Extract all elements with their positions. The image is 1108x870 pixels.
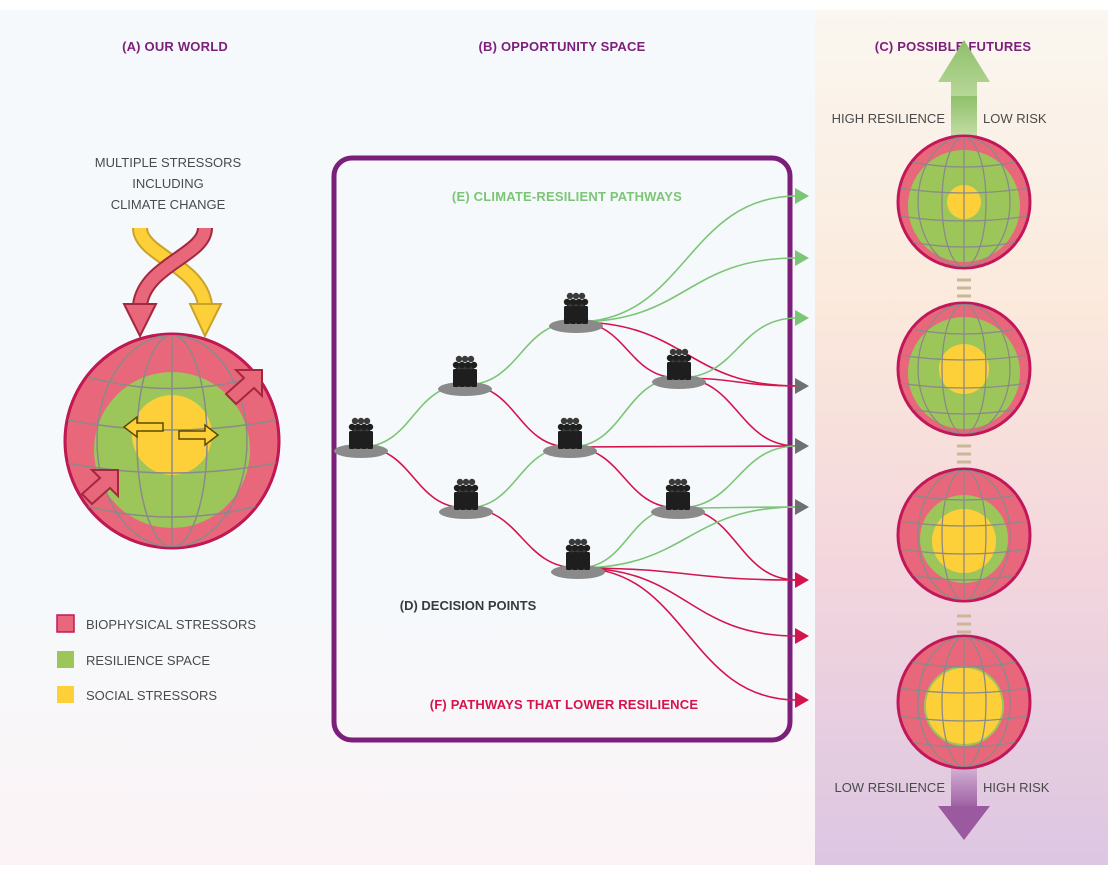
pathway-endpoints [795,188,809,708]
stressors-line-3: CLIMATE CHANGE [111,197,226,212]
pathway-end-arrow-icon [795,628,809,644]
label-climate-resilient-pathways: (E) CLIMATE-RESILIENT PATHWAYS [452,189,682,204]
our-world-globe [63,332,281,550]
pathway-end-arrow-icon [795,572,809,588]
label-low-resilience: LOW RESILIENCE [834,780,945,795]
pathway-end-arrow-icon [795,250,809,266]
pathway-segment [577,567,798,701]
pathway-segment [577,567,798,637]
future-globes [896,134,1032,770]
legend-swatch-social [57,686,74,703]
pathway-end-arrow-icon [795,499,809,515]
pathway-end-arrow-icon [795,310,809,326]
decision-point-people-icon [438,355,492,396]
decision-point-people-icon [549,292,603,333]
pathway-segment [575,195,798,323]
legend-swatch-biophysical [56,614,75,633]
future-globe [896,301,1032,437]
pathway-segment [677,445,798,509]
decision-point-people-icon [334,417,388,458]
decision-point-people-icon [652,348,706,389]
label-low-risk: LOW RISK [983,111,1047,126]
pathway-segment [575,257,798,323]
future-globe [896,134,1032,270]
pathway-end-arrow-icon [795,692,809,708]
outward-arrows-icon [122,415,220,447]
legend-label-social: SOCIAL STRESSORS [86,688,217,703]
pathway-segment [577,506,798,569]
label-high-resilience: HIGH RESILIENCE [832,111,946,126]
label-pathways-lower-resilience: (F) PATHWAYS THAT LOWER RESILIENCE [430,697,699,712]
down-arrow-icon [938,806,990,840]
header-possible-futures: (C) POSSIBLE FUTURES [875,39,1032,54]
pathway-end-arrow-icon [795,378,809,394]
pathway-segment [577,567,798,581]
legend-label-resilience: RESILIENCE SPACE [86,653,210,668]
label-decision-points: (D) DECISION POINTS [400,598,537,613]
stressors-line-2: INCLUDING [132,176,204,191]
legend: BIOPHYSICAL STRESSORS RESILIENCE SPACE S… [56,614,256,703]
decision-point-people-icon [439,478,493,519]
label-high-risk: HIGH RISK [983,780,1050,795]
stressor-arrows-icon [122,226,223,339]
pathway-segment [569,445,798,448]
decision-points [334,292,706,579]
pathway-end-arrow-icon [795,438,809,454]
future-globe [896,467,1032,603]
decision-point-people-icon [651,478,705,519]
decision-point-people-icon [543,417,597,458]
header-opportunity-space: (B) OPPORTUNITY SPACE [479,39,646,54]
pathway-segment [678,317,798,379]
stressors-line-1: MULTIPLE STRESSORS [95,155,242,170]
legend-label-biophysical: BIOPHYSICAL STRESSORS [86,617,256,632]
header-our-world: (A) OUR WORLD [122,39,228,54]
legend-swatch-resilience [57,651,74,668]
pathway-end-arrow-icon [795,188,809,204]
decision-point-people-icon [551,538,605,579]
inward-arrow-icon [224,369,263,406]
futures-axis: HIGH RESILIENCE LOW RISK LOW RESILIENCE … [832,40,1050,840]
future-globe [896,634,1032,770]
inward-arrow-icon [80,469,119,506]
opportunity-space-frame [331,155,793,743]
